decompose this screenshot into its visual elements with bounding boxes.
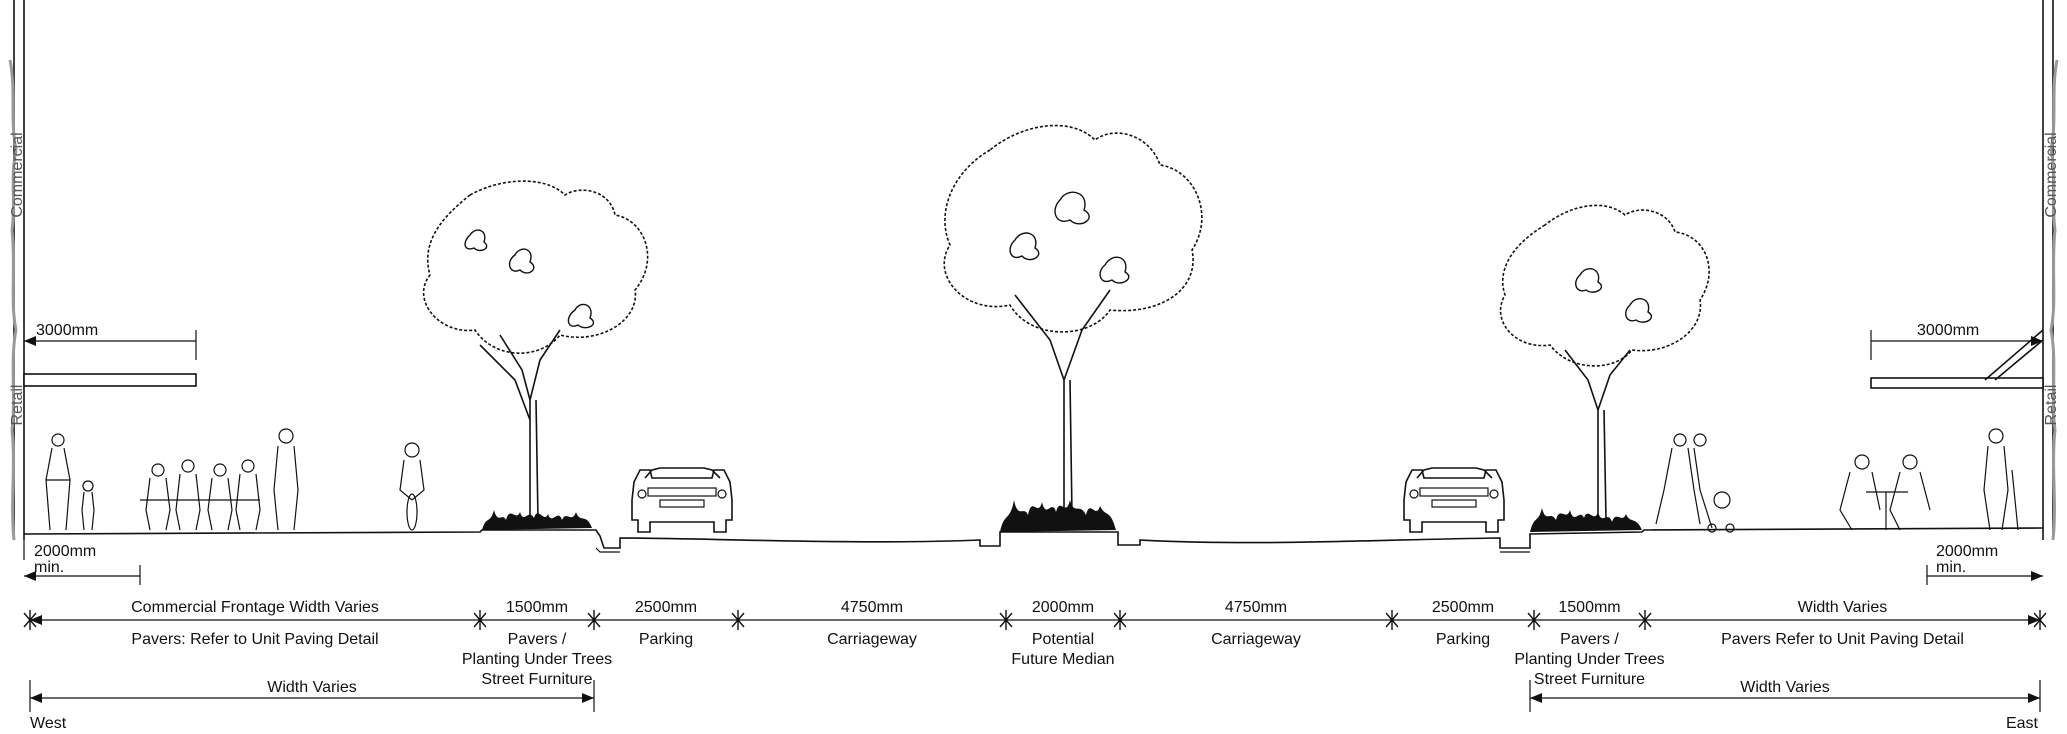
median-tree (943, 124, 1203, 516)
west-overall-label: Width Varies (267, 679, 357, 696)
segment-7-dimension: 1500mm (1558, 599, 1620, 616)
planting-bed-east (1530, 508, 1642, 532)
east-overall-dimension: Width Varies (1529, 679, 2041, 712)
east-footpath-dimension: 2000mm min. (1926, 543, 2043, 585)
west-direction-label: West (30, 715, 67, 732)
segment-0-label: Pavers: Refer to Unit Paving Detail (131, 631, 378, 648)
segment-3-dimension: 4750mm (841, 599, 903, 616)
street-tree-east (1499, 204, 1710, 521)
segment-5-label: Carriageway (1211, 631, 1301, 648)
west-footpath-dim-line2: min. (34, 559, 64, 576)
east-footpath-dim-line1: 2000mm (1936, 543, 1998, 560)
pedestrians-west (45, 428, 299, 531)
street-tree-west (422, 180, 649, 521)
west-awning-dimension: 3000mm (24, 322, 197, 360)
segment-dimension-chain: Commercial Frontage Width VariesPavers: … (23, 599, 2047, 688)
east-building (1870, 0, 2059, 541)
parked-car-east (1403, 467, 1505, 533)
pedestrians-east (1655, 428, 2019, 533)
planting-bed-median (1000, 500, 1116, 532)
west-footpath-dim-line1: 2000mm (34, 543, 96, 560)
east-direction-label: East (2006, 715, 2039, 732)
segment-4-dimension: 2000mm (1032, 599, 1094, 616)
segment-8-dimension: Width Varies (1798, 599, 1888, 616)
segment-8-label: Pavers Refer to Unit Paving Detail (1721, 631, 1964, 648)
parked-car-west (631, 467, 733, 533)
east-awning-dimension: 3000mm (1870, 322, 2043, 360)
segment-1-dimension: 1500mm (506, 599, 568, 616)
east-footpath-dim-label: 2000mm min. (1936, 543, 2003, 576)
cyclist-west (399, 442, 425, 531)
west-building (8, 0, 197, 541)
east-retail-label: Retail (2043, 385, 2060, 426)
west-awning-dim-label: 3000mm (36, 322, 98, 339)
east-footpath-dim-line2: min. (1936, 559, 1966, 576)
west-overall-dimension: Width Varies (29, 679, 595, 712)
segment-3-label: Carriageway (827, 631, 917, 648)
segment-0-dimension: Commercial Frontage Width Varies (131, 599, 379, 616)
east-overall-label: Width Varies (1740, 679, 1830, 696)
ground-profile (23, 527, 2044, 560)
segment-2-label: Parking (639, 631, 693, 648)
east-awning-dim-label: 3000mm (1917, 322, 1979, 339)
segment-5-dimension: 4750mm (1225, 599, 1287, 616)
planting-bed-west (482, 510, 592, 530)
west-footpath-dim-label: 2000mm min. (34, 543, 101, 576)
segment-6-dimension: 2500mm (1432, 599, 1494, 616)
west-commercial-label: Commercial (9, 132, 26, 217)
west-footpath-dimension: 2000mm min. (24, 543, 141, 585)
segment-6-label: Parking (1436, 631, 1490, 648)
segment-2-dimension: 2500mm (635, 599, 697, 616)
west-retail-label: Retail (9, 385, 26, 426)
east-commercial-label: Commercial (2043, 132, 2060, 217)
